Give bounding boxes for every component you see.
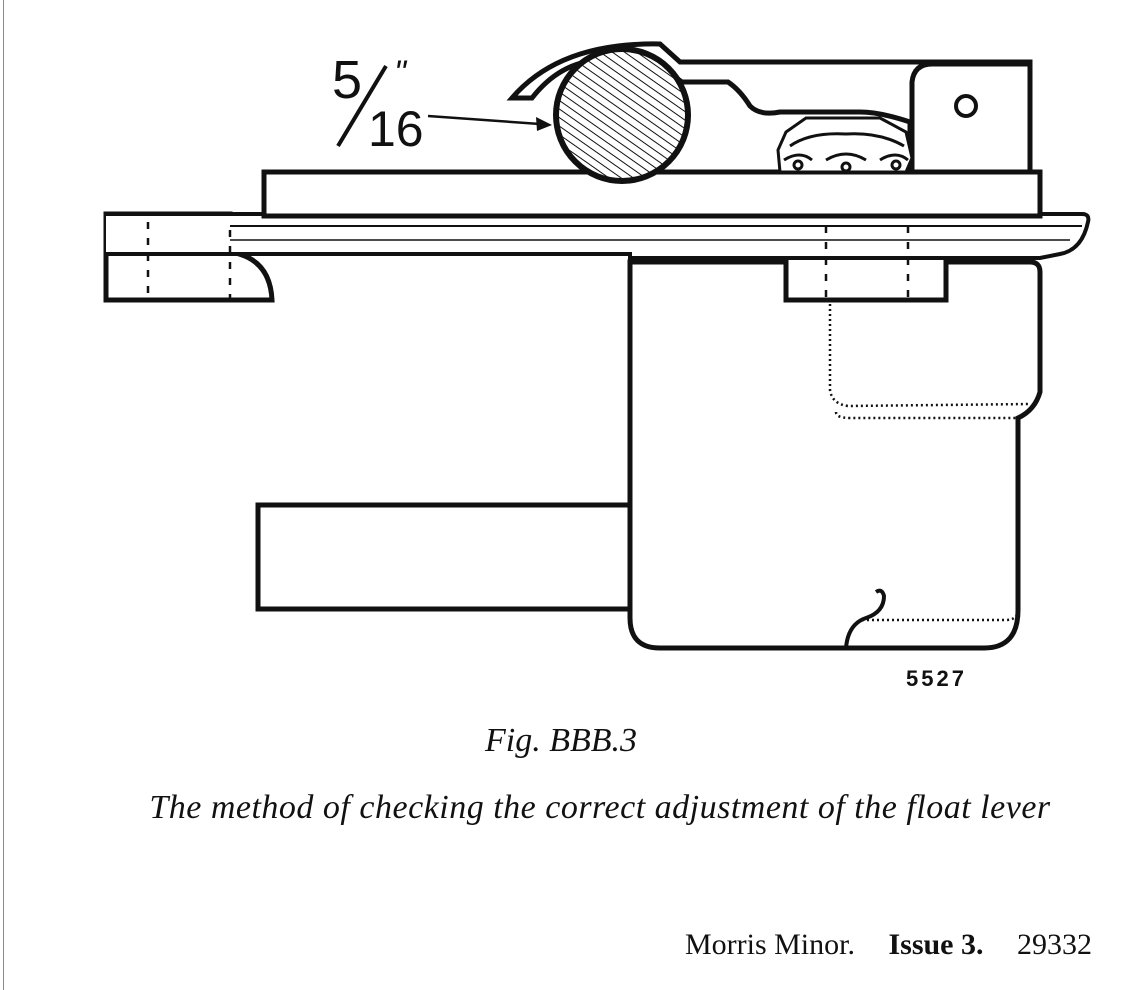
drain-notch: [844, 588, 887, 649]
page-footer: Morris Minor. Issue 3. 29332: [685, 928, 1092, 962]
lid-flange: [106, 212, 1091, 260]
side-arm: [255, 502, 633, 612]
drawing-number: 5527: [906, 666, 967, 691]
gauge-rod: [553, 46, 691, 184]
dimension-unit: ": [394, 54, 408, 92]
dimension-denominator: 16: [368, 101, 424, 157]
footer-model: Morris Minor.: [684, 928, 855, 961]
float-lever-diagram: 5 16 " 5527: [103, 41, 1091, 691]
hidden-bolt-lines: [146, 222, 910, 298]
hidden-float-outline: [828, 304, 1031, 622]
float-chamber-body: [627, 259, 1043, 651]
footer-code: 29332: [1017, 928, 1092, 961]
pivot-bracket: [909, 61, 1033, 172]
pivot-hole: [954, 94, 978, 118]
dimension-numerator: 5: [332, 50, 362, 110]
needle-valve-nut: [776, 116, 914, 174]
figure-number: Fig. BBB.3: [484, 722, 638, 759]
figure-caption: The method of checking the correct adjus…: [149, 789, 1051, 826]
lid-top: [261, 169, 1043, 219]
dimension-leader-arrow: [427, 114, 552, 131]
footer-issue: Issue 3.: [888, 928, 984, 961]
dimension-fraction-bar: [336, 64, 388, 148]
